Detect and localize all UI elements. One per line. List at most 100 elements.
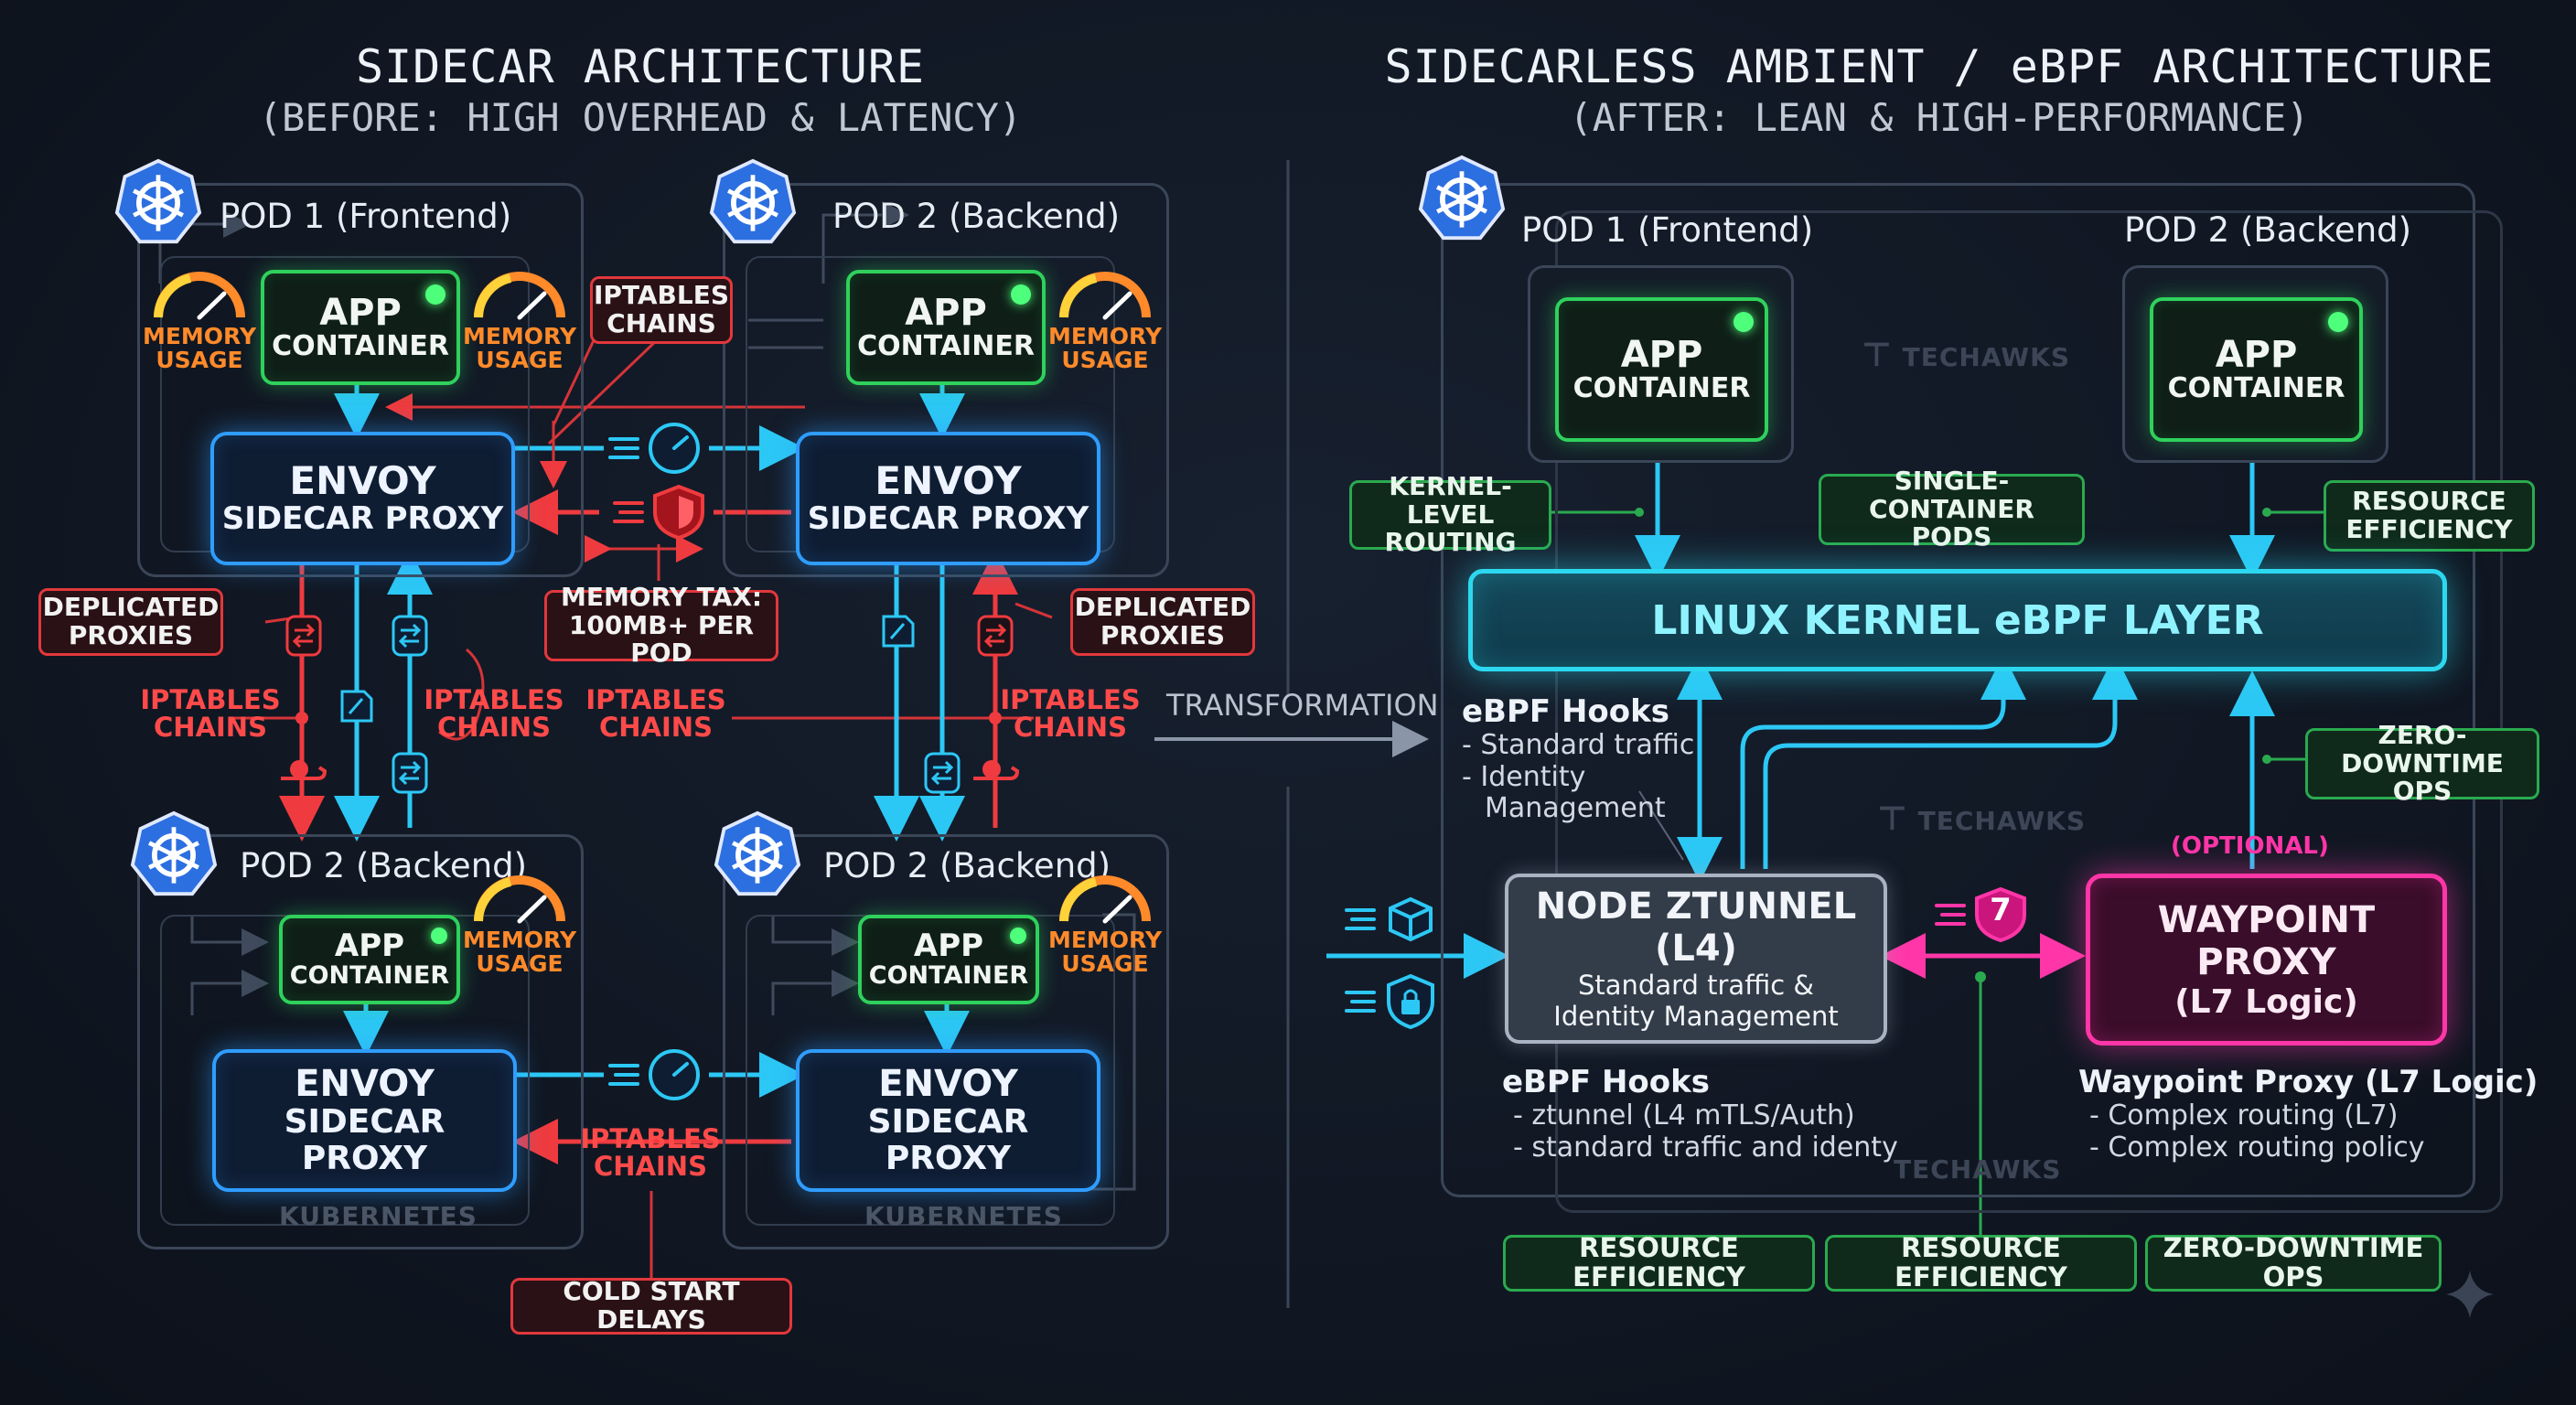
- sparkle-icon: [2446, 1271, 2494, 1318]
- memory-usage-gauge: MEMORY USAGE: [462, 261, 577, 373]
- cold-start-label: COLD START DELAYS: [563, 1276, 740, 1335]
- cluster-frame: [1441, 183, 2475, 1197]
- deplicated-label: DEPLICATED: [1074, 592, 1251, 623]
- memory-label: MEMORY: [1047, 927, 1163, 953]
- deplicated-proxies-box: DEPLICATED PROXIES: [1070, 588, 1255, 656]
- memory-tax-label: 100MB+ PER POD: [568, 609, 755, 669]
- app-container[interactable]: APP CONTAINER: [261, 270, 460, 385]
- app-container[interactable]: APP CONTAINER: [846, 270, 1046, 385]
- waypoint-description: Waypoint Proxy (L7 Logic) - Complex rout…: [2078, 1064, 2538, 1164]
- iptables-text-line: CHAINS: [594, 1151, 707, 1183]
- memory-tax-box: MEMORY TAX: 100MB+ PER POD: [544, 583, 778, 667]
- resource-efficiency-tag: RESOURCE EFFICIENCY: [2324, 480, 2535, 552]
- tag-text: RESOURCE: [2352, 486, 2506, 517]
- pod-label: POD 2 (Backend): [823, 846, 1111, 885]
- app-label: APP: [905, 292, 987, 335]
- hooks-title: eBPF Hooks: [1502, 1064, 1710, 1100]
- pod-frame-1: [137, 183, 584, 577]
- iptables-text-line: IPTABLES: [140, 684, 281, 715]
- kubernetes-icon: [130, 810, 218, 896]
- app-container[interactable]: APP CONTAINER: [2150, 297, 2363, 442]
- memory-label: MEMORY: [462, 927, 577, 953]
- memory-label: USAGE: [1061, 347, 1149, 374]
- iptables-chains-text: IPTABLES CHAINS: [137, 686, 284, 742]
- linux-kernel-ebpf-layer[interactable]: LINUX KERNEL eBPF LAYER: [1468, 569, 2447, 671]
- gauge-icon: [154, 272, 245, 320]
- app-container[interactable]: APP CONTAINER: [279, 915, 460, 1004]
- ztunnel-desc: Identity Management: [1553, 1001, 1839, 1032]
- memory-usage-gauge: MEMORY USAGE: [462, 864, 577, 977]
- shield-icon: [1935, 886, 2026, 943]
- iptables-label: CHAINS: [606, 308, 716, 338]
- hooks-item: - Complex routing (L7): [2089, 1099, 2399, 1132]
- status-led: [425, 284, 445, 305]
- swap-icon: [285, 615, 322, 657]
- status-led: [2328, 312, 2348, 332]
- iptables-chains-text: IPTABLES CHAINS: [577, 1125, 724, 1181]
- hooks-title: Waypoint Proxy (L7 Logic): [2078, 1064, 2538, 1100]
- tag-text: PODS: [1911, 521, 1992, 552]
- iptables-text-line: IPTABLES: [424, 684, 564, 715]
- tag-text: OPS: [2392, 776, 2453, 807]
- resource-efficiency-tag: RESOURCE EFFICIENCY: [1503, 1233, 1815, 1292]
- iptables-text-line: CHAINS: [154, 712, 267, 744]
- tag-text: EFFICIENCY: [2345, 514, 2513, 544]
- memory-label: MEMORY: [462, 323, 577, 349]
- hooks-item: - Standard traffic: [1462, 729, 1695, 761]
- lock-shield-icon: [1345, 973, 1434, 1030]
- envoy-sublabel: SIDECAR PROXY: [807, 500, 1089, 538]
- ebpf-layer-label: LINUX KERNEL eBPF LAYER: [1651, 596, 2264, 644]
- envoy-sidecar-proxy[interactable]: ENVOY SIDECAR PROXY: [212, 1049, 517, 1192]
- hooks-item: - ztunnel (L4 mTLS/Auth): [1513, 1099, 1855, 1132]
- speed-gauge-icon: [608, 1049, 700, 1100]
- watermark-text: TECHAWKS: [1894, 1154, 2062, 1185]
- envoy-label: ENVOY: [875, 458, 1022, 504]
- hooks-item: - Complex routing policy: [2089, 1131, 2425, 1164]
- swap-icon: [392, 615, 428, 657]
- cold-start-delays-box: COLD START DELAYS: [510, 1276, 792, 1335]
- app-sublabel: CONTAINER: [289, 960, 450, 990]
- waypoint-proxy[interactable]: WAYPOINT PROXY (L7 Logic): [2086, 874, 2447, 1046]
- envoy-sidecar-proxy[interactable]: ENVOY SIDECAR PROXY: [796, 432, 1100, 565]
- envoy-sublabel: PROXY: [885, 1140, 1012, 1177]
- node-ztunnel[interactable]: NODE ZTUNNEL (L4) Standard traffic & Ide…: [1505, 874, 1887, 1044]
- envoy-sidecar-proxy[interactable]: ENVOY SIDECAR PROXY: [210, 432, 515, 565]
- iptables-text-line: IPTABLES: [1000, 684, 1141, 715]
- swap-icon: [977, 615, 1014, 657]
- right-title-wrap: SIDECARLESS AMBIENT / eBPF ARCHITECTURE: [1363, 35, 2516, 99]
- gauge-icon: [1059, 875, 1151, 924]
- left-title: SIDECAR ARCHITECTURE: [355, 40, 926, 93]
- right-subtitle: (AFTER: LEAN & HIGH-PERFORMANCE): [1569, 94, 2310, 140]
- envoy-sublabel: SIDECAR: [284, 1103, 445, 1142]
- hooks-item: - Identity: [1462, 760, 1586, 793]
- iptables-label: IPTABLES: [593, 280, 729, 311]
- hooks-title: eBPF Hooks: [1462, 693, 1669, 730]
- optional-label: (OPTIONAL): [2171, 832, 2329, 860]
- techawks-logo-icon: ⊤: [1877, 800, 1908, 838]
- tag-text: ROUTING: [1384, 527, 1517, 558]
- left-subtitle-wrap: (BEFORE: HIGH OVERHEAD & LATENCY): [229, 90, 1052, 145]
- status-led: [1011, 284, 1031, 305]
- ebpf-hooks-bottom: eBPF Hooks - ztunnel (L4 mTLS/Auth) - st…: [1502, 1064, 1898, 1164]
- app-sublabel: CONTAINER: [272, 330, 449, 363]
- resource-efficiency-tag: RESOURCE EFFICIENCY: [1825, 1232, 2137, 1292]
- pod-label: POD 1 (Frontend): [1521, 210, 1814, 250]
- app-sublabel: CONTAINER: [868, 960, 1029, 990]
- kubernetes-icon: [709, 158, 797, 244]
- zero-downtime-ops-tag: ZERO-DOWNTIME OPS: [2145, 1233, 2442, 1292]
- ztunnel-desc: Standard traffic &: [1577, 970, 1815, 1001]
- techawks-logo-icon: ⊤: [1862, 337, 1893, 374]
- iptables-text-line: IPTABLES: [585, 684, 726, 715]
- hooks-item: Management: [1485, 792, 1666, 824]
- tag-text: RESOURCE EFFICIENCY: [1894, 1232, 2067, 1292]
- kernel-level-routing-tag: KERNEL-LEVEL ROUTING: [1349, 472, 1551, 556]
- envoy-sidecar-proxy[interactable]: ENVOY SIDECAR PROXY: [796, 1049, 1100, 1192]
- app-container[interactable]: APP CONTAINER: [1555, 297, 1768, 442]
- memory-label: MEMORY: [142, 323, 257, 349]
- tag-text: KERNEL-LEVEL: [1389, 470, 1512, 530]
- pod-frame-2: [723, 183, 1169, 577]
- app-container[interactable]: APP CONTAINER: [858, 915, 1039, 1004]
- iptables-chains-text: IPTABLES CHAINS: [997, 686, 1143, 742]
- status-led: [1733, 312, 1754, 332]
- ebpf-hooks-top: eBPF Hooks - Standard traffic - Identity…: [1462, 693, 1694, 825]
